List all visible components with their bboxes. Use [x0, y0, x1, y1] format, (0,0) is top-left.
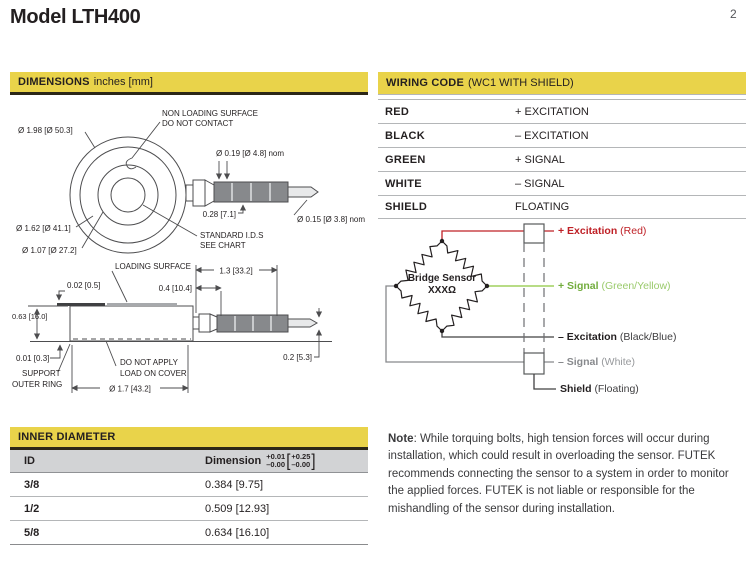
dim-0-01-label: 0.01 [0.3]: [16, 354, 49, 363]
bridge-sensor-label: Bridge Sensor XXXΩ: [407, 273, 477, 296]
cover-label-line2: LOAD ON COVER: [120, 369, 187, 378]
inner-diameter-section-header: INNER DIAMETER: [10, 427, 368, 450]
non-loading-label-line1: NON LOADING SURFACE: [162, 109, 258, 118]
loadcell-outer-circle: [69, 136, 187, 254]
dia-019-label: Ø 0.19 [Ø 4.8] nom: [216, 149, 284, 158]
bridge-node: [439, 328, 445, 334]
wire-label-negative-excitation: – Excitation (Black/Blue): [558, 331, 677, 343]
loading-surface-label: LOADING SURFACE: [115, 262, 191, 271]
non-loading-label-line2: DO NOT CONTACT: [162, 119, 233, 128]
table-row: BLACK – EXCITATION: [378, 123, 746, 147]
page-number: 2: [730, 7, 737, 21]
dim-0-4-label: 0.4 [10.4]: [159, 284, 192, 293]
dim-0-63-label: 0.63 [16.0]: [12, 312, 47, 321]
bridge-resistor: [395, 285, 443, 332]
column-header-id: ID: [24, 455, 35, 467]
column-header-dimension: Dimension +0.01 –0.00 [ +0.25 –0.00 ]: [205, 451, 316, 471]
bridge-node: [439, 238, 445, 244]
bridge-node: [393, 283, 399, 289]
table-row: SHIELD FLOATING: [378, 195, 746, 219]
shield-bottom-box: [523, 352, 545, 375]
note-label: Note: [388, 433, 414, 445]
wiring-diagram: Bridge Sensor XXXΩ + Excitation (Red) + …: [378, 222, 746, 427]
bridge-resistor: [441, 285, 488, 332]
table-row: 3/8 0.384 [9.75]: [10, 473, 368, 497]
dia-015-label: Ø 0.15 [Ø 3.8] nom: [297, 215, 365, 224]
wire-label-shield: Shield (Floating): [560, 383, 639, 395]
wiring-code-header-subtitle: (WC1 WITH SHIELD): [467, 77, 574, 89]
dimensions-section-header: DIMENSIONS inches [mm]: [10, 72, 368, 95]
dim-0-02-label: 0.02 [0.5]: [67, 281, 100, 290]
support-label-line2: OUTER RING: [12, 380, 62, 389]
inner-diameter-header-title: INNER DIAMETER: [18, 431, 116, 443]
dim-1-3-label: 1.3 [33.2]: [219, 267, 252, 276]
bridge-resistor: [395, 240, 443, 287]
dia-107-label: Ø 1.07 [Ø 27.2]: [22, 246, 77, 255]
tolerance-mm: +0.25 –0.00: [291, 452, 311, 469]
wire-label-positive-signal: + Signal (Green/Yellow): [558, 280, 671, 292]
table-row: 5/8 0.634 [16.10]: [10, 521, 368, 545]
dim-0-2-label: 0.2 [5.3]: [283, 353, 312, 362]
page-title: Model LTH400: [10, 6, 141, 28]
negative-excitation-wire: [441, 331, 554, 338]
table-row: GREEN + SIGNAL: [378, 147, 746, 171]
loadcell-circle-2: [79, 146, 177, 244]
cover-label-line1: DO NOT APPLY: [120, 358, 179, 367]
shield-wire: [533, 374, 556, 390]
wiring-code-header-title: WIRING CODE: [386, 77, 464, 89]
tolerance-inches: +0.01 –0.00: [266, 452, 286, 469]
installation-note: Note: While torquing bolts, high tension…: [388, 433, 729, 515]
negative-signal-wire: [385, 285, 554, 363]
bracket-close: ]: [311, 451, 316, 471]
loadcell-center-hole: [110, 177, 146, 213]
dia-1-7-label: Ø 1.7 [43.2]: [109, 385, 151, 394]
bridge-resistor: [441, 240, 488, 287]
inner-diameter-table: ID Dimension +0.01 –0.00 [ +0.25 –0.00 ]…: [10, 450, 368, 545]
bridge-node: [484, 283, 490, 289]
dimensions-header-title: DIMENSIONS: [18, 76, 90, 88]
support-label-line1: SUPPORT: [22, 369, 61, 378]
dim-028-label: 0.28 [7.1]: [203, 210, 236, 219]
dia-198-label: Ø 1.98 [Ø 50.3]: [18, 126, 73, 135]
dia-162-label: Ø 1.62 [Ø 41.1]: [16, 224, 71, 233]
loadcell-side-body: [69, 305, 194, 342]
inner-diameter-table-header: ID Dimension +0.01 –0.00 [ +0.25 –0.00 ]: [10, 450, 368, 473]
wiring-diagram-graphic: [385, 223, 556, 390]
table-row: WHITE – SIGNAL: [378, 171, 746, 195]
positive-excitation-wire: [441, 230, 554, 241]
cable-top-view: [287, 186, 319, 198]
wire-label-negative-signal: – Signal (White): [558, 356, 636, 368]
bracket-open: [: [286, 451, 291, 471]
dimensions-drawing: NON LOADING SURFACE DO NOT CONTACT Ø 1.9…: [12, 109, 365, 394]
shield-top-box: [523, 223, 545, 244]
std-ids-label-line1: STANDARD I.D.S: [200, 231, 263, 240]
wiring-code-table: RED + EXCITATION BLACK – EXCITATION GREE…: [378, 99, 746, 219]
cable-side-view: [287, 318, 319, 328]
loadcell-circle-3: [97, 164, 159, 226]
std-ids-label-line2: SEE CHART: [200, 241, 246, 250]
table-row: 1/2 0.509 [12.93]: [10, 497, 368, 521]
wiring-code-section-header: WIRING CODE (WC1 WITH SHIELD): [378, 72, 746, 95]
loading-surface-strip: [107, 303, 177, 306]
dimensions-header-units: inches [mm]: [93, 76, 153, 88]
wire-label-positive-excitation: + Excitation (Red): [558, 225, 647, 237]
table-row: RED + EXCITATION: [378, 99, 746, 123]
